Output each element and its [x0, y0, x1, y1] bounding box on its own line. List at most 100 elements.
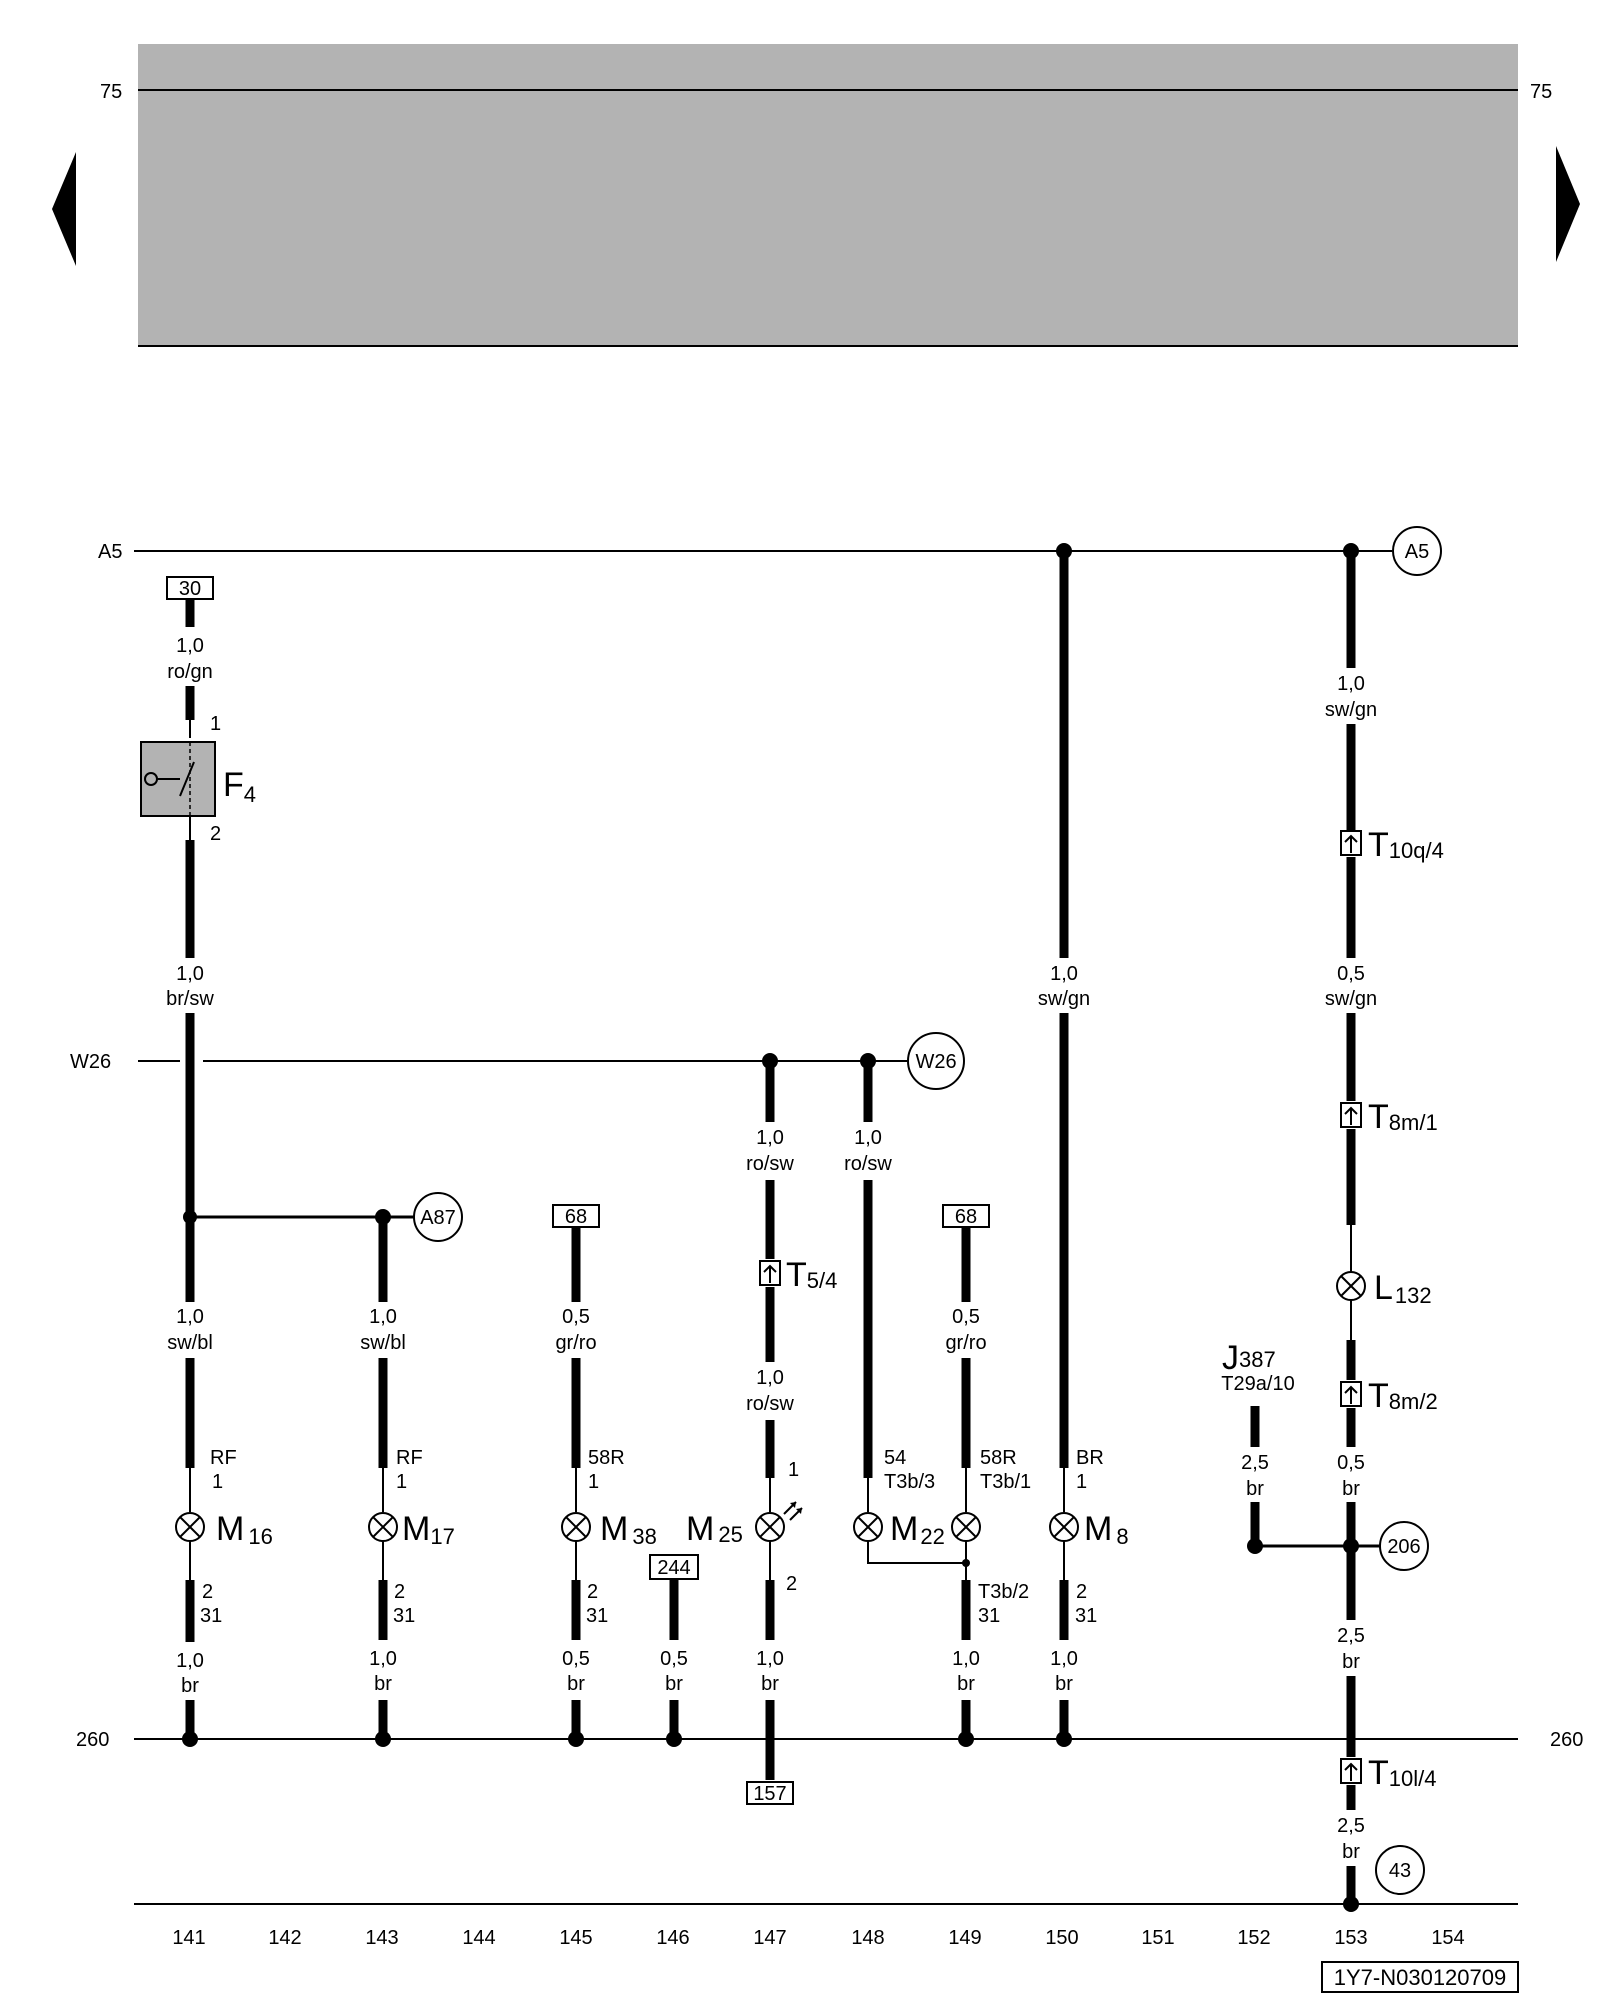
wire-141-d-color: br: [181, 1675, 199, 1697]
box-30-label: 30: [179, 578, 201, 600]
junction-143-ground: [375, 1731, 391, 1747]
wire-145-a-size: 0,5: [562, 1306, 590, 1328]
column-number: 147: [753, 1927, 786, 1949]
f4-pin-bottom: 2: [210, 823, 221, 845]
junction-153-bottom: [1343, 1896, 1359, 1912]
box-30: [166, 576, 214, 600]
column-numbers: 141 142 143 144 145 146 147 148 149 150 …: [172, 1927, 1464, 1949]
wire-153-a-size: 1,0: [1337, 673, 1365, 695]
t10l4-label: T10l/4: [1368, 1754, 1437, 1792]
wire-143-b-color: br: [374, 1673, 392, 1695]
lamp-icon: [853, 1512, 883, 1542]
column-number: 145: [559, 1927, 592, 1949]
box-244-label: 244: [657, 1557, 690, 1579]
wire-153-a-color: sw/gn: [1325, 699, 1377, 721]
m22-pin-r-b: T3b/1: [980, 1471, 1031, 1493]
header-band: [138, 44, 1518, 346]
junction-145-ground: [568, 1731, 584, 1747]
m16-pin-bot-b: 31: [200, 1605, 222, 1627]
m17-pin-bot-a: 2: [394, 1581, 405, 1603]
wire-149-b-size: 1,0: [952, 1648, 980, 1670]
column-number: 151: [1141, 1927, 1174, 1949]
m17-pin-top-b: 1: [396, 1471, 407, 1493]
junction-146-ground: [666, 1731, 682, 1747]
m22-pin-r-a: 58R: [980, 1447, 1017, 1469]
ref-circle-a87-label: A87: [420, 1207, 456, 1229]
m16-pin-bot-a: 2: [202, 1581, 213, 1603]
box-244: [649, 1554, 699, 1580]
column-number: 143: [365, 1927, 398, 1949]
wire-145-b-color: br: [567, 1673, 585, 1695]
box-68-b: [942, 1204, 990, 1228]
junction-141-ground: [182, 1731, 198, 1747]
l132-label: L132: [1374, 1269, 1432, 1308]
lamp-icon: [561, 1512, 591, 1542]
m25-pin-bot: 2: [786, 1573, 797, 1595]
wire-150-a-size: 1,0: [1050, 963, 1078, 985]
ref-circle-w26: [907, 1032, 965, 1090]
m8-pin-bot-a: 2: [1076, 1581, 1087, 1603]
doc-id-box: [1321, 1961, 1519, 1993]
box-68-b-label: 68: [955, 1206, 977, 1228]
m16-pin-top-b: 1: [212, 1471, 223, 1493]
triangle-right-icon[interactable]: [1556, 146, 1580, 262]
m38-pin-top-b: 1: [588, 1471, 599, 1493]
m25-pin-top: 1: [788, 1459, 799, 1481]
ref-circle-43-label: 43: [1389, 1860, 1411, 1882]
column-number: 144: [462, 1927, 495, 1949]
wire-153-e-color: br: [1342, 1841, 1360, 1863]
triangle-left-icon[interactable]: [52, 152, 76, 266]
column-number: 149: [948, 1927, 981, 1949]
m22-ground-link: [867, 1541, 966, 1564]
column-number: 146: [656, 1927, 689, 1949]
m38-pin-bot-b: 31: [586, 1605, 608, 1627]
page-marker-right: 75: [1530, 81, 1552, 103]
wire-145-b-size: 0,5: [562, 1648, 590, 1670]
connector-icon: [1340, 1758, 1362, 1784]
lamp-icon: [368, 1512, 398, 1542]
j387-pin: T29a/10: [1221, 1373, 1294, 1395]
wire-141-c-color: sw/bl: [167, 1332, 213, 1354]
wire-147-c-color: br: [761, 1673, 779, 1695]
ref-circle-w26-label: W26: [915, 1051, 956, 1073]
wire-148-color: ro/sw: [844, 1153, 892, 1175]
j387-label: J387: [1222, 1339, 1276, 1377]
m22-pin-bot-a: T3b/2: [978, 1581, 1029, 1603]
wire-146-size: 0,5: [660, 1648, 688, 1670]
junction-150-ground: [1056, 1731, 1072, 1747]
wire-147-a-size: 1,0: [756, 1127, 784, 1149]
wire-141-b-color: br/sw: [166, 988, 214, 1010]
wire-153-b-color: sw/gn: [1325, 988, 1377, 1010]
wire-153-e-size: 2,5: [1337, 1815, 1365, 1837]
wire-153-d-color: br: [1342, 1651, 1360, 1673]
wire-146-color: br: [665, 1673, 683, 1695]
wire-150-a-color: sw/gn: [1038, 988, 1090, 1010]
box-68-a-label: 68: [565, 1206, 587, 1228]
wire-145-a-color: gr/ro: [555, 1332, 596, 1354]
wire-153-c-size: 0,5: [1337, 1452, 1365, 1474]
wire-153-b-size: 0,5: [1337, 963, 1365, 985]
ref-circle-206-label: 206: [1387, 1536, 1420, 1558]
column-number: 153: [1334, 1927, 1367, 1949]
wire-149-a-color: gr/ro: [945, 1332, 986, 1354]
wire-152-size: 2,5: [1241, 1452, 1269, 1474]
m17-pin-top-a: RF: [396, 1447, 423, 1469]
wire-143-b-size: 1,0: [369, 1648, 397, 1670]
column-number: 152: [1237, 1927, 1270, 1949]
connector-icon: [1340, 1102, 1362, 1128]
column-number: 141: [172, 1927, 205, 1949]
doc-id: 1Y7-N030120709: [1334, 1965, 1506, 1990]
t10q4-label: T10q/4: [1368, 826, 1444, 864]
bus-ground-label-right: 260: [1550, 1729, 1583, 1751]
m16-pin-top-a: RF: [210, 1447, 237, 1469]
m8-pin-top-a: BR: [1076, 1447, 1104, 1469]
wire-141-d-size: 1,0: [176, 1650, 204, 1672]
ref-circle-a5: [1392, 526, 1442, 576]
wire-148-size: 1,0: [854, 1127, 882, 1149]
t54-label: T5/4: [786, 1256, 837, 1294]
wire-149-b-color: br: [957, 1673, 975, 1695]
